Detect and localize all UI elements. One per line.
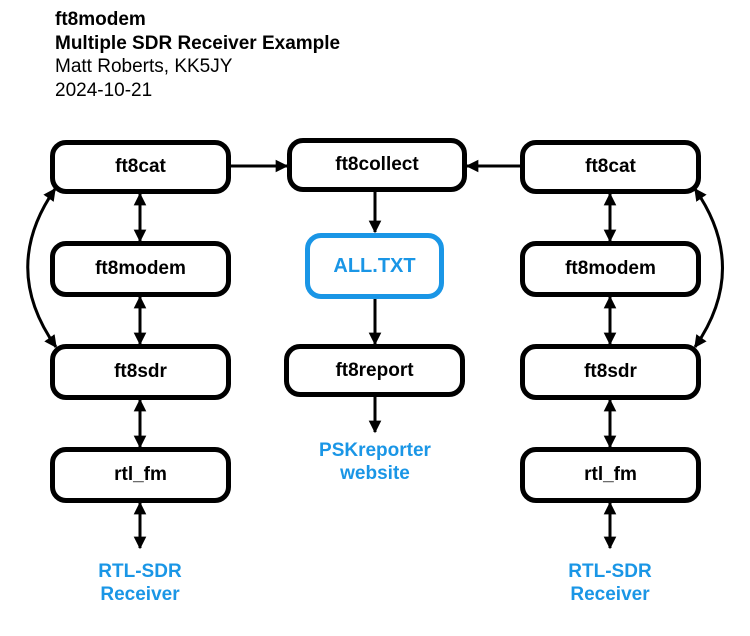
left-ft8modem-label: ft8modem	[95, 258, 186, 279]
ft8report-node: ft8report	[284, 344, 465, 397]
pskreporter-line2: website	[340, 463, 410, 484]
ft8report-label: ft8report	[335, 359, 414, 381]
left-ft8sdr-node: ft8sdr	[50, 344, 231, 400]
right-ft8sdr-node: ft8sdr	[520, 344, 701, 400]
right-rtl-fm-label: rtl_fm	[584, 464, 637, 485]
left-receiver-line1: RTL-SDR	[98, 561, 182, 582]
all-txt-label: ALL.TXT	[333, 254, 416, 277]
edge-left-cat-sdr-curve	[26, 187, 58, 349]
diagram-author: Matt Roberts, KK5JY	[55, 56, 233, 77]
right-ft8cat-label: ft8cat	[585, 156, 636, 177]
diagram-subtitle: Multiple SDR Receiver Example	[55, 32, 341, 54]
pskreporter-line1: PSKreporter	[319, 440, 431, 461]
right-receiver-line1: RTL-SDR	[568, 561, 652, 582]
left-ft8modem-node: ft8modem	[50, 241, 231, 297]
right-ft8modem-label: ft8modem	[565, 258, 656, 279]
left-ft8cat-label: ft8cat	[115, 156, 166, 177]
ft8collect-label: ft8collect	[335, 154, 419, 175]
left-rtl-fm-label: rtl_fm	[114, 464, 167, 485]
left-ft8cat-node: ft8cat	[50, 140, 231, 194]
right-ft8sdr-label: ft8sdr	[584, 361, 637, 382]
right-receiver-line2: Receiver	[570, 584, 650, 605]
left-rtl-sdr-receiver-label: RTL-SDR Receiver	[60, 560, 220, 606]
right-ft8cat-node: ft8cat	[520, 140, 701, 194]
left-rtl-fm-node: rtl_fm	[50, 447, 231, 503]
all-txt-node: ALL.TXT	[305, 233, 444, 299]
pskreporter-website-label: PSKreporter website	[285, 439, 465, 485]
ft8collect-node: ft8collect	[287, 138, 467, 192]
diagram-header: ft8modem Multiple SDR Receiver Example M…	[55, 8, 340, 102]
diagram-date: 2024-10-21	[55, 79, 153, 101]
right-ft8modem-node: ft8modem	[520, 241, 701, 297]
right-rtl-sdr-receiver-label: RTL-SDR Receiver	[530, 560, 690, 606]
left-ft8sdr-label: ft8sdr	[114, 361, 167, 382]
edge-right-cat-sdr-curve	[693, 187, 724, 349]
right-rtl-fm-node: rtl_fm	[520, 447, 701, 503]
left-receiver-line2: Receiver	[100, 584, 180, 605]
diagram-title: ft8modem	[55, 9, 146, 30]
